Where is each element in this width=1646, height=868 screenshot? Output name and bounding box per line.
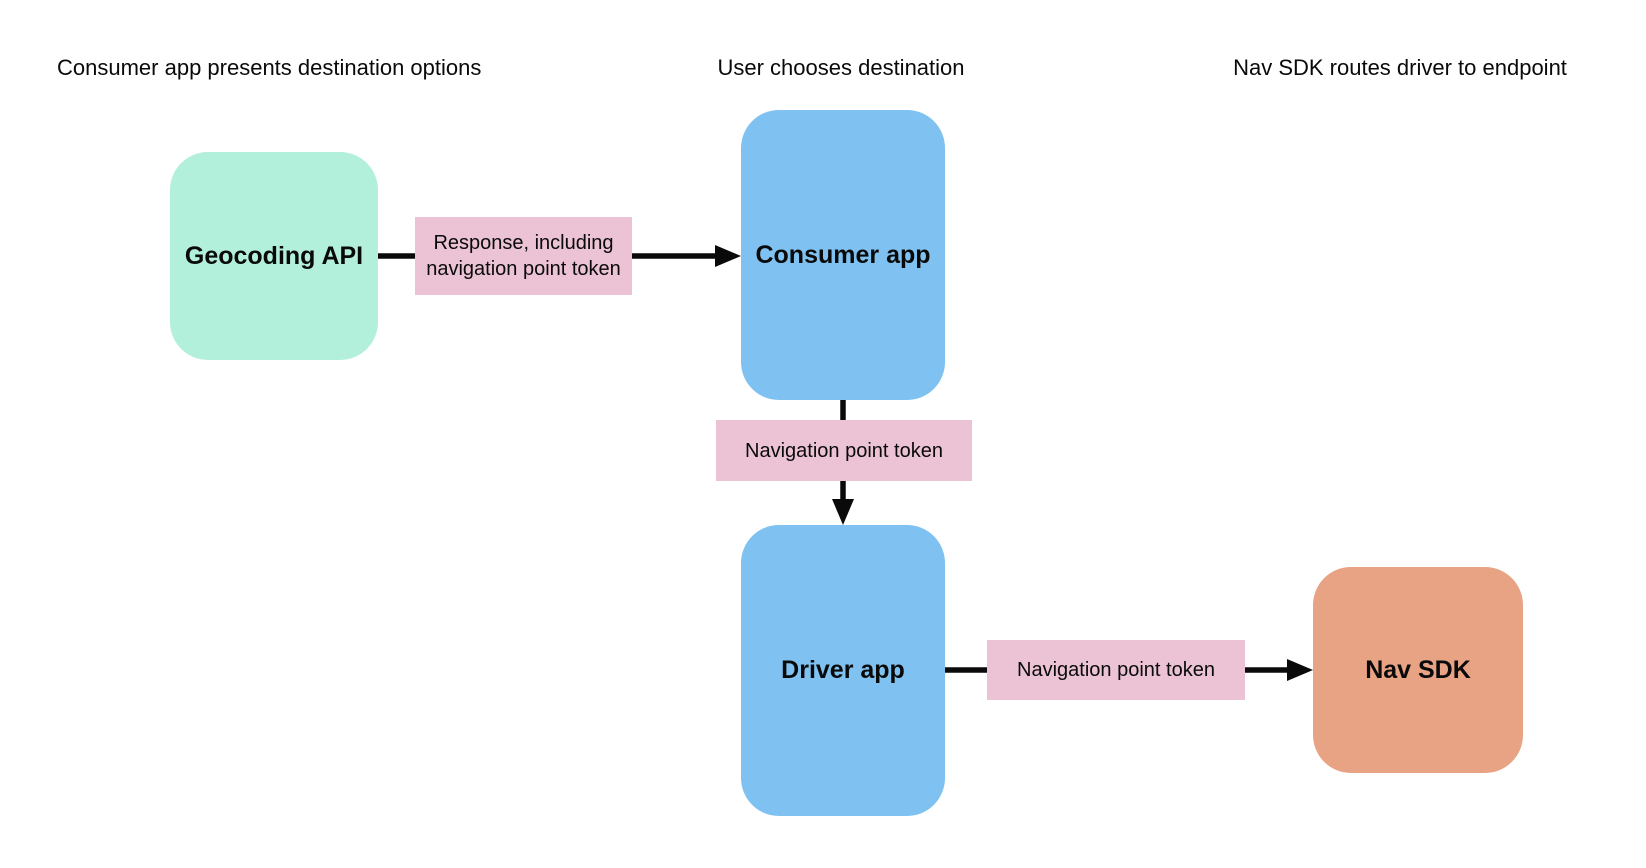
column-header-user-chooses: User chooses destination [717, 55, 965, 80]
edge-label-navigation-point-token-vertical: Navigation point token [716, 420, 972, 481]
edge-label-navigation-point-token-horizontal: Navigation point token [987, 640, 1245, 700]
node-consumer-app: Consumer app [741, 110, 945, 400]
node-label-consumer-app: Consumer app [755, 240, 931, 269]
arrowhead-into-driver [832, 499, 854, 525]
node-label-nav-sdk: Nav SDK [1365, 655, 1471, 684]
node-nav-sdk: Nav SDK [1313, 567, 1523, 773]
node-geocoding-api: Geocoding API [170, 152, 378, 360]
edge-label-response-including-token: Response, including navigation point tok… [415, 217, 632, 295]
node-driver-app: Driver app [741, 525, 945, 816]
arrowhead-into-navsdk [1287, 659, 1313, 681]
node-label-driver-app: Driver app [781, 656, 905, 684]
column-header-navsdk-routes: Nav SDK routes driver to endpoint [1233, 55, 1567, 80]
column-header-consumer-presents: Consumer app presents destination option… [57, 55, 482, 80]
node-label-geocoding-api: Geocoding API [184, 241, 364, 270]
arrowhead-into-consumer [715, 245, 741, 267]
